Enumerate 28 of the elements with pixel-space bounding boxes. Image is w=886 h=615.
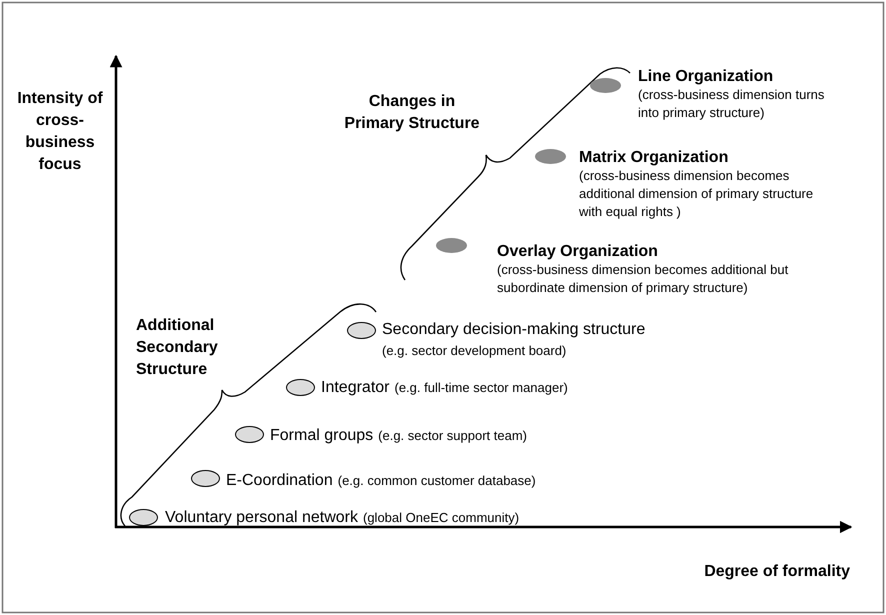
ellipse-marker (535, 149, 566, 164)
item-description: (e.g. common customer database) (338, 473, 536, 488)
axis-label: Degree of formality (703, 562, 850, 582)
ellipse-marker (191, 470, 220, 487)
item-title: Secondary decision-making structure (382, 320, 646, 339)
axis-label: Intensity of cross-business focus (16, 89, 104, 175)
bracket-label: Additional Secondary Structure (136, 316, 219, 380)
item-title: Formal groups (270, 427, 374, 444)
item-description: (e.g. sector support team) (378, 428, 527, 443)
ellipse-marker (590, 78, 621, 93)
ellipse-marker (347, 322, 376, 339)
item-title: Matrix Organization (579, 148, 730, 167)
item-description: (cross-business dimension becomes additional but subordinate dimension of primary structure) (497, 261, 790, 297)
ellipse-marker (436, 238, 467, 253)
item-description: (e.g. sector development board) (382, 342, 568, 360)
item-title: Overlay Organization (497, 242, 659, 261)
item-title: Voluntary personal network (165, 509, 358, 526)
item-title: Line Organization (638, 67, 774, 86)
ellipse-marker (286, 379, 315, 396)
ellipse-marker (129, 509, 158, 526)
item-description: (e.g. full-time sector manager) (394, 380, 568, 395)
item-description: (cross-business dimension turns into primary structure) (638, 86, 826, 122)
item-description: (cross-business dimension becomes additional dimension of primary structure with equal rights ) (579, 167, 814, 221)
item-title: E-Coordination (226, 472, 333, 489)
item-title: Integrator (321, 379, 390, 396)
item-description: (global OneEC community) (363, 510, 520, 525)
bracket-label: Changes in Primary Structure (343, 92, 481, 134)
ellipse-marker (235, 426, 264, 443)
